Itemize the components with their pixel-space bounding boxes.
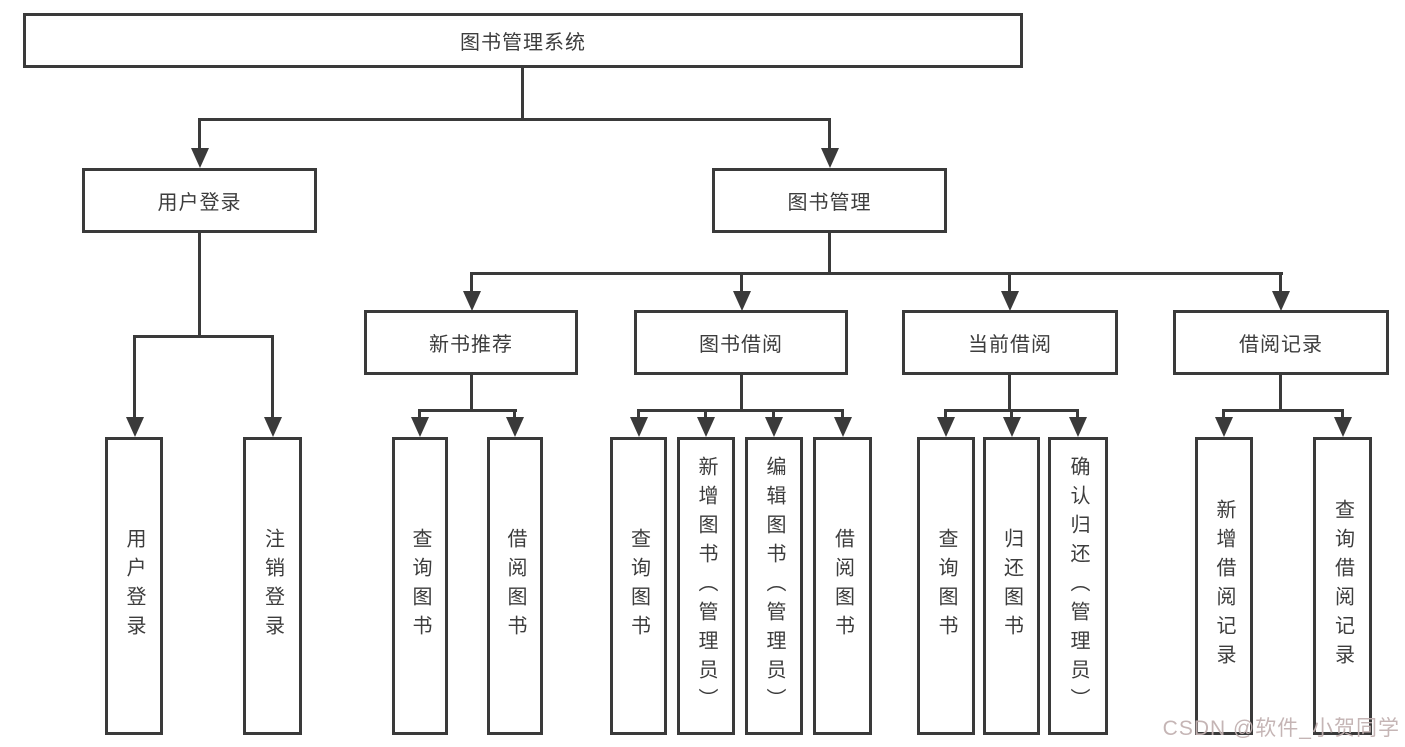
node-leaf-rec-borrow-book: 借阅图书 (487, 437, 543, 735)
node-borrow-records: 借阅记录 (1173, 310, 1389, 375)
arrowhead-leaf (937, 417, 955, 437)
connector-book-mgmt-stem (828, 233, 831, 275)
node-current-borrow: 当前借阅 (902, 310, 1118, 375)
connector-arm (1010, 409, 1013, 420)
arrowhead-leaf (1069, 417, 1087, 437)
arrowhead-leaf-logout (264, 417, 282, 437)
node-leaf-logout: 注销登录 (243, 437, 302, 735)
connector-arm (513, 409, 516, 420)
arrowhead-current-borrow (1001, 291, 1019, 311)
node-book-mgmt-label: 图书管理 (787, 192, 872, 214)
node-leaf-bb-edit-book-label: 编辑图书（管理员） (763, 455, 785, 717)
arrowhead-user-login (191, 148, 209, 168)
connector-arm (1076, 409, 1079, 420)
node-book-borrow: 图书借阅 (634, 310, 848, 375)
arrowhead-new-book-rec (463, 291, 481, 311)
node-new-book-rec-label: 新书推荐 (429, 334, 513, 356)
node-leaf-br-add-record-label: 新增借阅记录 (1213, 499, 1235, 673)
node-leaf-bb-query-book: 查询图书 (610, 437, 667, 735)
connector-borrow-records-stem (1279, 375, 1282, 412)
connector-arm (704, 409, 707, 420)
watermark: CSDN @软件_小贺同学 (1162, 717, 1400, 740)
node-leaf-rec-query-book-label: 查询图书 (409, 528, 431, 644)
node-leaf-br-query-record: 查询借阅记录 (1313, 437, 1372, 735)
node-leaf-rec-borrow-book-label: 借阅图书 (504, 528, 526, 644)
connector-user-login-stem (198, 233, 201, 338)
node-current-borrow-label: 当前借阅 (968, 334, 1052, 356)
arrowhead-borrow-records (1272, 291, 1290, 311)
connector-current-borrow-stem (1008, 375, 1011, 412)
connector-arm-new-book (470, 272, 473, 293)
arrowhead-leaf (697, 417, 715, 437)
node-new-book-rec: 新书推荐 (364, 310, 578, 375)
node-leaf-bb-borrow-book: 借阅图书 (813, 437, 872, 735)
arrowhead-leaf (765, 417, 783, 437)
arrowhead-leaf (506, 417, 524, 437)
connector-user-login-arm1 (133, 335, 136, 420)
node-leaf-user-login: 用户登录 (105, 437, 163, 735)
node-leaf-cb-confirm-return: 确认归还（管理员） (1048, 437, 1108, 735)
arrowhead-leaf (1215, 417, 1233, 437)
arrowhead-leaf (1334, 417, 1352, 437)
node-book-borrow-label: 图书借阅 (699, 334, 783, 356)
connector-new-book-bar (418, 409, 517, 412)
connector-arm (944, 409, 947, 420)
node-leaf-cb-return-book: 归还图书 (983, 437, 1040, 735)
connector-book-mgmt-bar (470, 272, 1283, 275)
node-book-mgmt: 图书管理 (712, 168, 947, 233)
connector-arm (841, 409, 844, 420)
node-leaf-bb-add-book: 新增图书（管理员） (677, 437, 735, 735)
connector-root-stem (521, 68, 524, 121)
node-borrow-records-label: 借阅记录 (1239, 334, 1323, 356)
node-leaf-br-add-record: 新增借阅记录 (1195, 437, 1253, 735)
node-leaf-cb-return-book-label: 归还图书 (1000, 528, 1023, 644)
connector-arm-current-borrow (1008, 272, 1011, 293)
connector-user-login-bar (133, 335, 274, 338)
connector-root-arm-right (828, 118, 831, 151)
connector-arm (1341, 409, 1344, 420)
arrowhead-leaf-user-login (126, 417, 144, 437)
node-leaf-bb-add-book-label: 新增图书（管理员） (695, 455, 717, 717)
connector-arm-borrow-records (1279, 272, 1282, 293)
arrowhead-book-borrow (733, 291, 751, 311)
arrowhead-leaf (1003, 417, 1021, 437)
arrowhead-leaf (834, 417, 852, 437)
connector-arm (637, 409, 640, 420)
node-library-system-label: 图书管理系统 (460, 32, 586, 54)
node-leaf-logout-label: 注销登录 (261, 528, 284, 644)
node-leaf-bb-query-book-label: 查询图书 (627, 528, 650, 644)
node-leaf-bb-borrow-book-label: 借阅图书 (831, 528, 854, 644)
node-leaf-user-login-label: 用户登录 (123, 528, 145, 644)
node-user-login: 用户登录 (82, 168, 317, 233)
connector-root-arm-left (198, 118, 201, 151)
node-leaf-cb-query-book: 查询图书 (917, 437, 975, 735)
connector-new-book-stem (470, 375, 473, 412)
connector-user-login-arm2 (271, 335, 274, 420)
connector-arm-book-borrow (740, 272, 743, 293)
arrowhead-leaf (630, 417, 648, 437)
connector-arm (772, 409, 775, 420)
arrowhead-leaf (411, 417, 429, 437)
node-leaf-rec-query-book: 查询图书 (392, 437, 448, 735)
node-leaf-cb-query-book-label: 查询图书 (935, 528, 957, 644)
node-leaf-bb-edit-book: 编辑图书（管理员） (745, 437, 803, 735)
arrowhead-book-mgmt (821, 148, 839, 168)
connector-root-bar (198, 118, 831, 121)
connector-arm (418, 409, 421, 420)
node-library-system: 图书管理系统 (23, 13, 1023, 68)
connector-borrow-records-bar (1222, 409, 1343, 412)
node-user-login-label: 用户登录 (157, 192, 242, 214)
node-leaf-cb-confirm-return-label: 确认归还（管理员） (1067, 455, 1089, 717)
node-leaf-br-query-record-label: 查询借阅记录 (1331, 499, 1354, 673)
connector-arm (1222, 409, 1225, 420)
connector-book-borrow-stem (740, 375, 743, 412)
connector-book-borrow-bar (637, 409, 844, 412)
